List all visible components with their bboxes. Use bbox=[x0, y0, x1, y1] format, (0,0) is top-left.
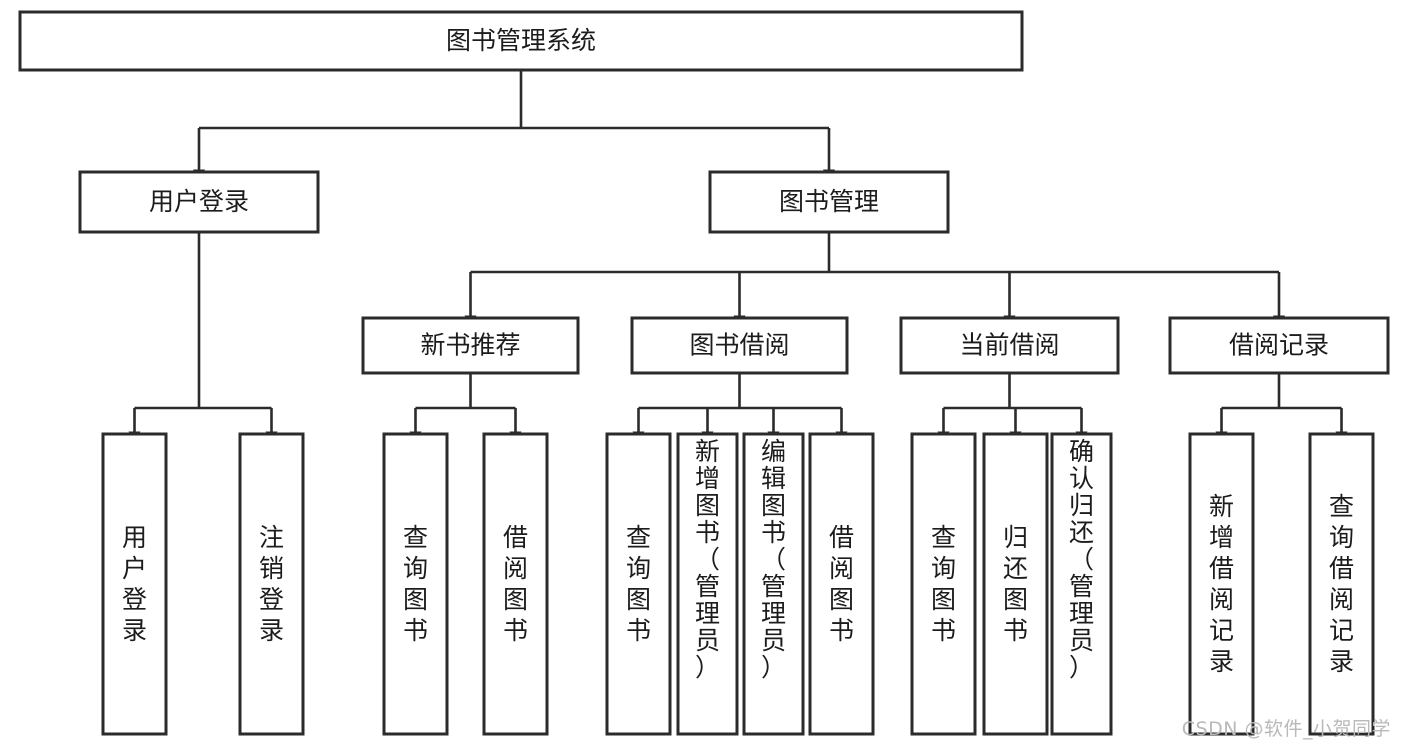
edges-layer bbox=[128, 70, 1348, 443]
node-leaf-leaf-return-book[interactable]: 归还图书 bbox=[982, 432, 1049, 736]
node-box bbox=[1050, 432, 1113, 736]
node-label: 查询图书 bbox=[626, 523, 651, 645]
node-leaf-leaf-query-book-current[interactable]: 查询图书 bbox=[910, 432, 977, 736]
node-label: 用户登录 bbox=[122, 523, 147, 645]
node-label: 借阅图书 bbox=[829, 523, 854, 645]
node-label: 图书管理系统 bbox=[446, 26, 596, 55]
node-box bbox=[910, 432, 977, 736]
node-box bbox=[605, 432, 672, 736]
node-leaf-leaf-borrow-book-recommend[interactable]: 借阅图书 bbox=[482, 432, 549, 736]
node-label: 图书管理 bbox=[779, 187, 879, 216]
node-leaf-leaf-add-book[interactable]: 新增图书（管理员） bbox=[676, 432, 739, 736]
node-label: 查询借阅记录 bbox=[1329, 492, 1354, 676]
node-box bbox=[708, 170, 950, 234]
node-box bbox=[1168, 316, 1390, 375]
node-box bbox=[982, 432, 1049, 736]
node-label: 新增图书（管理员） bbox=[695, 437, 720, 682]
node-box bbox=[742, 432, 805, 736]
node-label: 当前借阅 bbox=[959, 331, 1059, 360]
node-leaf-leaf-add-borrow-record[interactable]: 新增借阅记录 bbox=[1188, 432, 1255, 736]
node-box bbox=[361, 316, 580, 375]
node-label: 注销登录 bbox=[259, 523, 284, 645]
node-box bbox=[1308, 432, 1375, 736]
node-box bbox=[808, 432, 875, 736]
node-leaf-leaf-query-borrow-record[interactable]: 查询借阅记录 bbox=[1308, 432, 1375, 736]
node-box bbox=[899, 316, 1120, 375]
node-label: 查询图书 bbox=[403, 523, 428, 645]
node-level2-user-login[interactable]: 用户登录 bbox=[78, 170, 320, 234]
node-label: 借阅图书 bbox=[503, 523, 528, 645]
node-leaf-leaf-edit-book[interactable]: 编辑图书（管理员） bbox=[742, 432, 805, 736]
node-leaf-leaf-user-login[interactable]: 用户登录 bbox=[101, 432, 168, 736]
node-leaf-leaf-borrow-book[interactable]: 借阅图书 bbox=[808, 432, 875, 736]
node-level3-borrow-record[interactable]: 借阅记录 bbox=[1168, 316, 1390, 375]
node-label: 新书推荐 bbox=[420, 331, 520, 360]
node-box bbox=[676, 432, 739, 736]
node-box bbox=[482, 432, 549, 736]
node-box bbox=[382, 432, 449, 736]
nodes-layer: 图书管理系统用户登录图书管理新书推荐图书借阅当前借阅借阅记录用户登录注销登录查询… bbox=[18, 10, 1390, 736]
node-box bbox=[1188, 432, 1255, 736]
node-label: 借阅记录 bbox=[1229, 331, 1329, 360]
node-label: 图书借阅 bbox=[689, 331, 789, 360]
node-level3-new-book-recommend[interactable]: 新书推荐 bbox=[361, 316, 580, 375]
node-label: 用户登录 bbox=[149, 187, 249, 216]
node-box bbox=[78, 170, 320, 234]
node-box bbox=[238, 432, 305, 736]
node-leaf-leaf-logout[interactable]: 注销登录 bbox=[238, 432, 305, 736]
node-leaf-leaf-query-book-borrow[interactable]: 查询图书 bbox=[605, 432, 672, 736]
node-label: 编辑图书（管理员） bbox=[761, 437, 786, 682]
node-root-root[interactable]: 图书管理系统 bbox=[18, 10, 1024, 72]
node-label: 新增借阅记录 bbox=[1209, 492, 1234, 676]
node-label: 确认归还（管理员） bbox=[1069, 437, 1094, 682]
node-box bbox=[101, 432, 168, 736]
node-label: 查询图书 bbox=[931, 523, 956, 645]
node-box bbox=[630, 316, 849, 375]
node-box bbox=[18, 10, 1024, 72]
node-label: 归还图书 bbox=[1003, 523, 1028, 645]
node-level3-book-borrow[interactable]: 图书借阅 bbox=[630, 316, 849, 375]
node-leaf-leaf-confirm-return[interactable]: 确认归还（管理员） bbox=[1050, 432, 1113, 736]
node-level2-book-manage[interactable]: 图书管理 bbox=[708, 170, 950, 234]
node-leaf-leaf-query-book-recommend[interactable]: 查询图书 bbox=[382, 432, 449, 736]
node-level3-current-borrow[interactable]: 当前借阅 bbox=[899, 316, 1120, 375]
